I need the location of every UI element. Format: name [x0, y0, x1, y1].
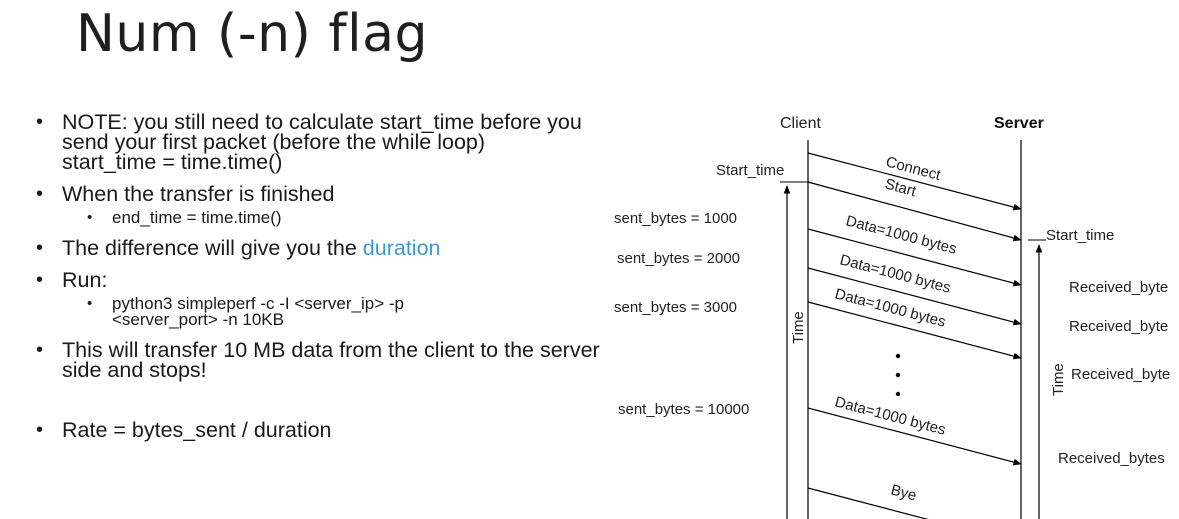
data-arrow-1	[807, 228, 1022, 287]
sent-bytes-3000: sent_bytes = 3000	[614, 299, 737, 316]
connect-arrow	[807, 152, 1022, 211]
bullet-difference: The difference will give you the duratio…	[36, 236, 596, 260]
sent-bytes-10000: sent_bytes = 10000	[618, 401, 749, 418]
received-label-1: Received_byte	[1069, 279, 1168, 296]
data-arrow-3	[807, 301, 1022, 360]
bullet-list: NOTE: you still need to calculate start_…	[36, 111, 600, 452]
sent-bytes-1000: sent_bytes = 1000	[614, 210, 737, 227]
data-arrow-4	[807, 407, 1022, 466]
start-arrow	[807, 181, 1022, 242]
bullet-transfer-finished-text: When the transfer is finished	[62, 182, 335, 206]
client-label: Client	[780, 115, 821, 132]
bullet-note: NOTE: you still need to calculate start_…	[36, 111, 582, 173]
bullet-difference-text: The difference will give you the	[62, 236, 363, 260]
data-arrow-2	[807, 267, 1022, 326]
ellipsis-dot-1	[895, 353, 901, 359]
client-time-label: Time	[790, 311, 807, 344]
server-label: Server	[994, 115, 1044, 132]
start-label: Start	[883, 175, 919, 200]
bullet-transfer: This will transfer 10 MB data from the c…	[36, 339, 602, 381]
sent-bytes-2000: sent_bytes = 2000	[617, 250, 740, 267]
bye-label: Bye	[889, 481, 918, 504]
received-label-2: Received_byte	[1069, 318, 1168, 335]
slide-title: Num (-n) flag	[76, 4, 428, 64]
received-label-3: Received_byte	[1071, 366, 1170, 383]
bullet-run-text: Run:	[62, 268, 108, 292]
ellipsis-dot-2	[895, 372, 901, 378]
bye-arrow	[807, 487, 929, 519]
server-start-time: Start_time	[1046, 227, 1114, 244]
sub-bullet-end-time: end_time = time.time()	[84, 209, 596, 226]
data-label-1: Data=1000 bytes	[844, 212, 958, 257]
duration-highlight: duration	[362, 236, 441, 260]
client-start-time: Start_time	[716, 162, 784, 179]
received-label-4: Received_bytes	[1058, 450, 1165, 467]
data-label-4: Data=1000 bytes	[833, 393, 947, 438]
server-time-label: Time	[1050, 363, 1067, 396]
sub-bullet-command: python3 simpleperf -c -I <server_ip> -p …	[84, 295, 512, 328]
bullet-rate: Rate = bytes_sent / duration	[36, 419, 596, 441]
bullet-transfer-finished: When the transfer is finished end_time =…	[36, 182, 596, 226]
bullet-run: Run: python3 simpleperf -c -I <server_ip…	[36, 268, 596, 328]
ellipsis-dot-3	[895, 391, 901, 397]
